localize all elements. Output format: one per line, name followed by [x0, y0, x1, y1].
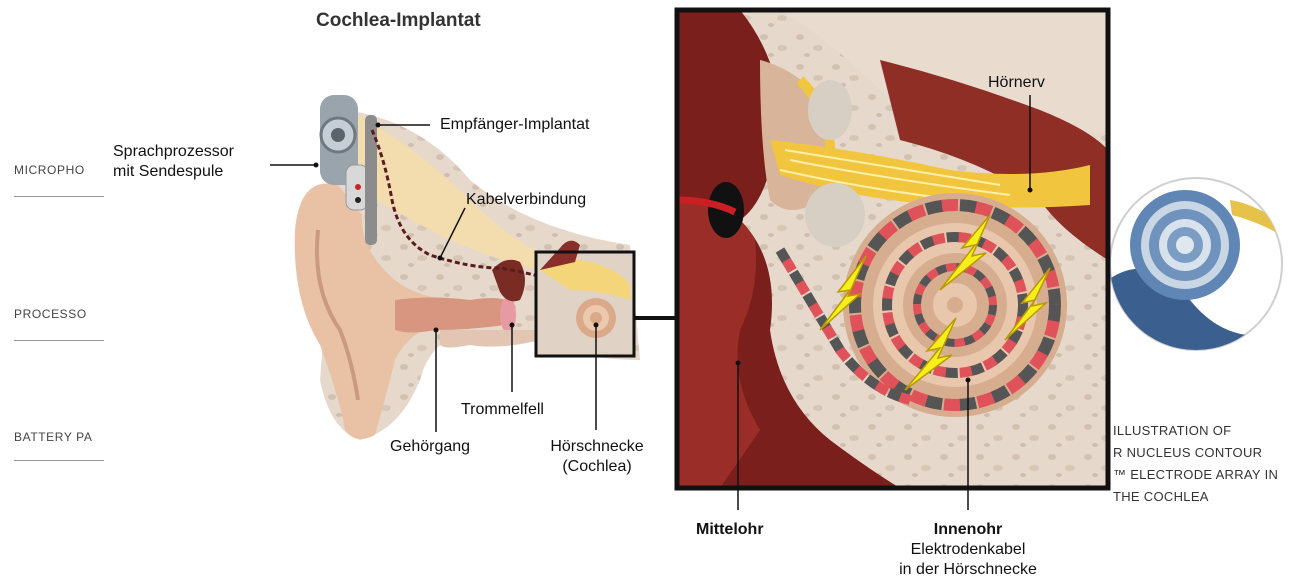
label-speech-processor: Sprachprozessor mit Sendespule: [113, 142, 234, 182]
cochlea-small: [536, 241, 634, 356]
background-caption: ILLUSTRATION OF R NUCLEUS CONTOUR ™ ELEC…: [1113, 420, 1278, 508]
label-inner-ear: Innenohr Elektrodenkabel in der Hörschne…: [888, 520, 1048, 580]
label-eardrum: Trommelfell: [461, 400, 544, 420]
label-cable-connection: Kabelverbindung: [466, 190, 586, 210]
label-ear-canal: Gehörgang: [390, 437, 470, 457]
label-middle-ear: Mittelohr: [696, 520, 764, 540]
label-cochlea: Hörschnecke (Cochlea): [538, 437, 656, 477]
diagram-title: Cochlea-Implantat: [316, 10, 481, 32]
label-auditory-nerve: Hörnerv: [988, 73, 1045, 93]
label-receiver-implant: Empfänger-Implantat: [440, 115, 589, 135]
background-cochlea-circle: [1108, 178, 1290, 360]
